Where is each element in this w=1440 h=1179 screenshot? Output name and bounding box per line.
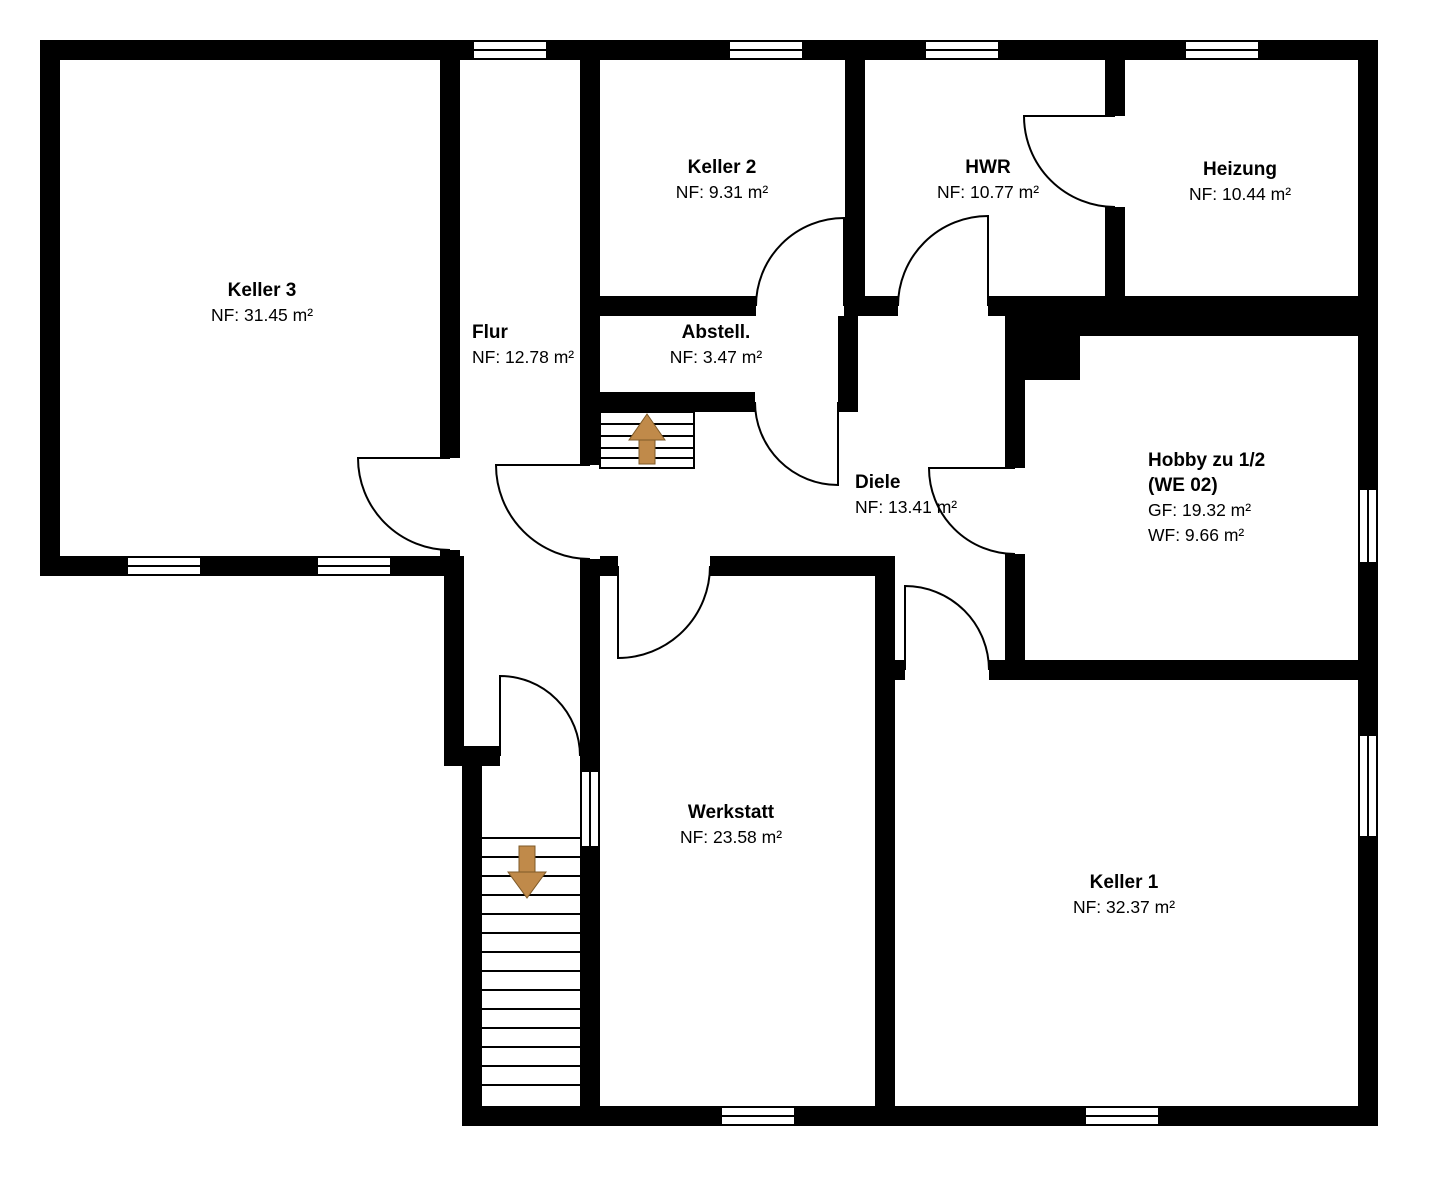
door-hobby <box>927 467 1016 555</box>
windows <box>128 40 1378 1126</box>
door-openings <box>440 116 1125 766</box>
door-keller2 <box>755 216 845 307</box>
room-area: NF: 10.44 m² <box>1188 184 1292 204</box>
room-area: NF: 10.77 m² <box>936 182 1040 202</box>
room-label-keller1: Keller 1 NF: 32.37 m² <box>1073 870 1175 920</box>
window <box>730 40 802 60</box>
room-name: Diele <box>855 472 901 493</box>
window <box>580 772 600 846</box>
door-flur <box>494 464 591 560</box>
room-name: Heizung <box>1203 159 1277 180</box>
room-label-keller2: Keller 2 NF: 9.31 m² <box>676 155 768 205</box>
window <box>1086 1106 1158 1126</box>
window <box>318 556 390 576</box>
window <box>1358 736 1378 836</box>
room-name: Keller 3 <box>227 280 297 301</box>
window <box>926 40 998 60</box>
window <box>1186 40 1258 60</box>
stairs-down-arrow-icon <box>507 845 547 899</box>
room-name: HWR <box>965 157 1011 178</box>
room-area: NF: 31.45 m² <box>210 305 314 325</box>
window <box>722 1106 794 1126</box>
door-entrance <box>499 674 581 757</box>
room-area-gf: GF: 19.32 m² <box>1148 500 1252 520</box>
room-area-wf: WF: 9.66 m² <box>1148 525 1245 545</box>
door-keller1 <box>904 584 990 671</box>
room-name: Flur <box>472 322 508 343</box>
room-name: Keller 2 <box>687 157 757 178</box>
room-label-hwr: HWR NF: 10.77 m² <box>937 155 1039 205</box>
room-area: NF: 32.37 m² <box>1072 897 1176 917</box>
door-hwr <box>897 214 989 307</box>
window <box>128 556 200 576</box>
room-area: NF: 13.41 m² <box>855 497 958 517</box>
room-name: Keller 1 <box>1089 872 1159 893</box>
door-abstell <box>754 401 839 487</box>
door-keller3 <box>356 457 451 551</box>
window <box>474 40 546 60</box>
stairs-down <box>482 766 580 1106</box>
stairs-up-arrow-icon <box>628 413 666 465</box>
room-label-abstell: Abstell. NF: 3.47 m² <box>670 320 762 370</box>
door-heizung <box>1022 115 1116 208</box>
room-area: NF: 3.47 m² <box>669 347 763 367</box>
room-label-diele: Diele NF: 13.41 m² <box>855 470 957 520</box>
room-unit: (WE 02) <box>1148 475 1218 496</box>
room-label-werkstatt: Werkstatt NF: 23.58 m² <box>680 800 782 850</box>
walls <box>40 40 1378 1126</box>
room-label-flur: Flur NF: 12.78 m² <box>472 320 574 370</box>
room-area: NF: 9.31 m² <box>675 182 769 202</box>
room-area: NF: 23.58 m² <box>679 827 783 847</box>
room-label-heizung: Heizung NF: 10.44 m² <box>1189 157 1291 207</box>
room-label-hobby: Hobby zu 1/2 (WE 02) GF: 19.32 m² WF: 9.… <box>1148 448 1265 548</box>
stairs-up <box>599 411 695 469</box>
room-name: Abstell. <box>681 322 751 343</box>
room-area: NF: 12.78 m² <box>472 347 575 367</box>
window <box>1358 490 1378 562</box>
door-swings <box>356 115 1116 757</box>
door-werkstatt <box>617 565 711 660</box>
room-name: Werkstatt <box>687 802 775 823</box>
room-label-keller3: Keller 3 NF: 31.45 m² <box>211 278 313 328</box>
room-name: Hobby zu 1/2 <box>1148 450 1266 471</box>
